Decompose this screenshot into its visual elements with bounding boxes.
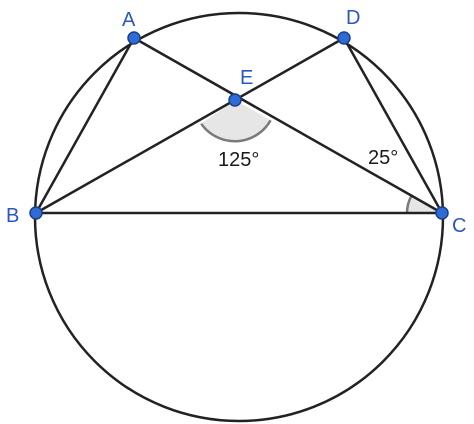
label-point-b: B (6, 205, 19, 227)
label-angle-bec: 125° (218, 149, 259, 171)
segment-ab (34, 36, 136, 215)
point-d (337, 31, 351, 45)
angle-marker-bec (201, 100, 271, 142)
point-c (435, 206, 449, 220)
point-b (29, 206, 43, 220)
label-angle-ecb: 25° (368, 147, 398, 169)
label-point-e: E (240, 67, 253, 89)
angle-marker-bec-arc (200, 119, 272, 143)
circle (33, 11, 445, 423)
point-e (228, 93, 242, 107)
segment-bd (34, 36, 346, 215)
segment-ac (132, 36, 444, 215)
label-point-d: D (346, 7, 360, 29)
label-point-c: C (452, 215, 466, 237)
point-a (127, 31, 141, 45)
label-point-a: A (122, 9, 136, 31)
segment-dc (342, 36, 444, 215)
